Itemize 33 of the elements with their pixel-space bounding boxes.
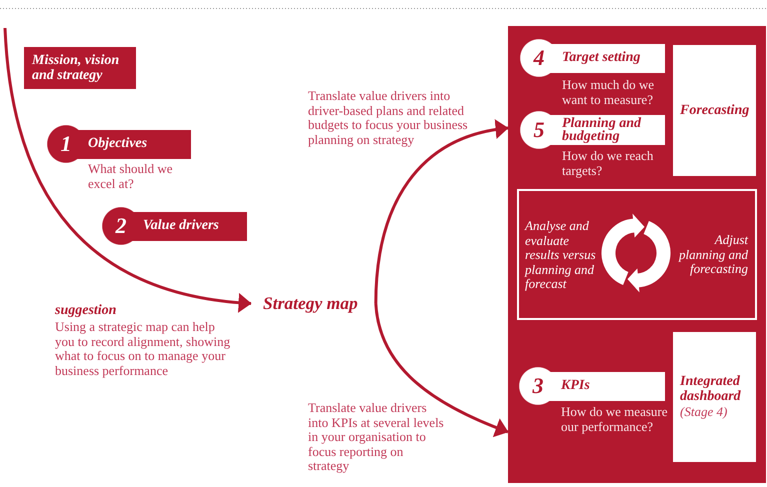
- box-title: Mission, vision and strategy: [32, 53, 120, 83]
- heading-box: [24, 47, 136, 89]
- box-title: Integrated dashboard: [680, 374, 742, 404]
- box-subtitle: (Stage 4): [680, 404, 728, 420]
- step-number: 2: [114, 214, 128, 238]
- cycle-box: [517, 189, 757, 320]
- curved-arrow: [4, 28, 252, 312]
- step-title: Target setting: [562, 51, 640, 65]
- step-title: Value drivers: [143, 219, 219, 233]
- curved-arrow: [374, 303, 509, 437]
- step-question: How do we measure our performance?: [561, 405, 668, 434]
- process-box: [673, 332, 756, 462]
- process-box: [673, 45, 756, 176]
- box-title: Forecasting: [680, 103, 750, 118]
- step-title: Objectives: [88, 137, 148, 151]
- step-number: 1: [60, 132, 72, 156]
- step-number: 5: [532, 118, 546, 142]
- cycle-text: Analyse and evaluate results versus planning and forecast: [525, 219, 597, 292]
- step-question: How do we reach targets?: [562, 149, 654, 178]
- note-text: Using a strategic map can help you to record alignment, showing what to focus on to manage your business performance: [55, 320, 232, 378]
- edge-label: Translate value drivers into KPIs at several levels in your organisation to focus reporting on strategy: [308, 401, 445, 474]
- edge-label: Translate value drivers into driver-based plans and related budgets to focus your business planning on strategy: [308, 89, 468, 147]
- step-title: Planning and budgeting: [562, 116, 642, 144]
- curved-arrow: [374, 120, 508, 304]
- step-number: 3: [531, 374, 544, 398]
- node-title: Strategy map: [251, 293, 376, 314]
- note-heading: suggestion: [55, 303, 116, 319]
- step-question: How much do we want to measure?: [562, 78, 656, 107]
- step-question: What should we excel at?: [88, 162, 174, 191]
- step-number: 4: [532, 46, 546, 70]
- side-panel: [508, 26, 766, 483]
- cycle-text: Adjust planning and forecasting: [677, 233, 748, 276]
- step-title: KPIs: [561, 379, 590, 393]
